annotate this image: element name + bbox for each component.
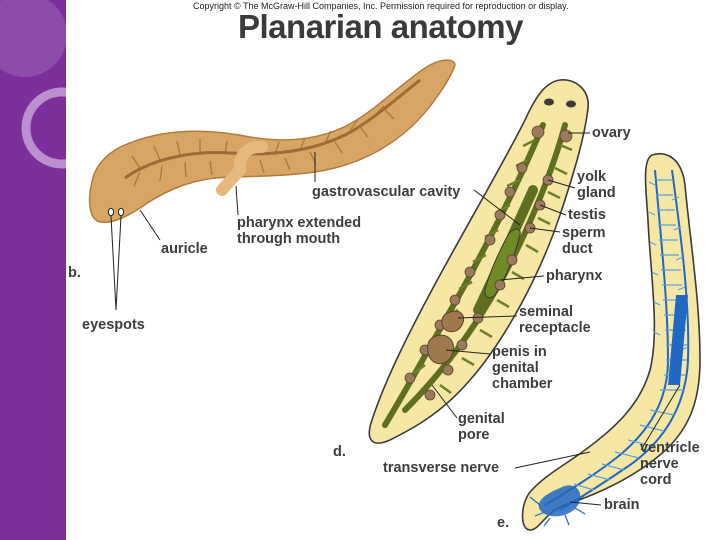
label-penis-line2: genital: [492, 360, 539, 376]
copyright-notice: Copyright © The McGraw-Hill Companies, I…: [193, 1, 569, 11]
planarian-worm-b: [88, 59, 456, 311]
label-testis: testis: [568, 207, 606, 223]
label-auricle: auricle: [161, 241, 208, 257]
panel-e-letter: e.: [497, 515, 510, 531]
label-penis-line1: penis in: [492, 344, 547, 360]
planarian-nervous-e: [514, 153, 701, 531]
label-eyespots: eyespots: [82, 317, 145, 333]
sidebar-circles: [0, 0, 66, 169]
panel-b-letter: b.: [68, 265, 81, 281]
planarian-digestive-d: [368, 79, 590, 444]
label-yolk-gland-line2: gland: [577, 185, 616, 201]
label-ventricle-nerve-cord-line3: cord: [640, 472, 672, 488]
label-pharynx: pharynx: [546, 268, 603, 284]
label-yolk-gland-line1: yolk: [577, 169, 607, 185]
panel-d-letter: d.: [333, 444, 346, 460]
sidebar-decoration: [0, 0, 66, 540]
label-gastrovascular-cavity: gastrovascular cavity: [312, 184, 461, 200]
label-sperm-duct-line2: duct: [562, 241, 593, 257]
label-transverse-nerve: transverse nerve: [383, 460, 500, 476]
label-ventricle-nerve-cord-line2: nerve: [640, 456, 679, 472]
label-genital-pore-line2: pore: [458, 427, 490, 443]
label-ovary: ovary: [592, 125, 631, 141]
page-title: Planarian anatomy: [238, 8, 523, 45]
label-seminal-receptacle-line1: seminal: [519, 304, 573, 320]
label-seminal-receptacle-line2: receptacle: [519, 320, 591, 336]
label-genital-pore-line1: genital: [458, 411, 505, 427]
label-ventricle-nerve-cord-line1: ventricle: [640, 440, 700, 456]
label-penis-line3: chamber: [492, 376, 553, 392]
label-brain: brain: [604, 497, 640, 513]
label-pharynx-extended-line2: through mouth: [237, 231, 341, 247]
label-pharynx-extended-line1: pharynx extended: [237, 215, 362, 231]
label-sperm-duct-line1: sperm: [562, 225, 606, 241]
